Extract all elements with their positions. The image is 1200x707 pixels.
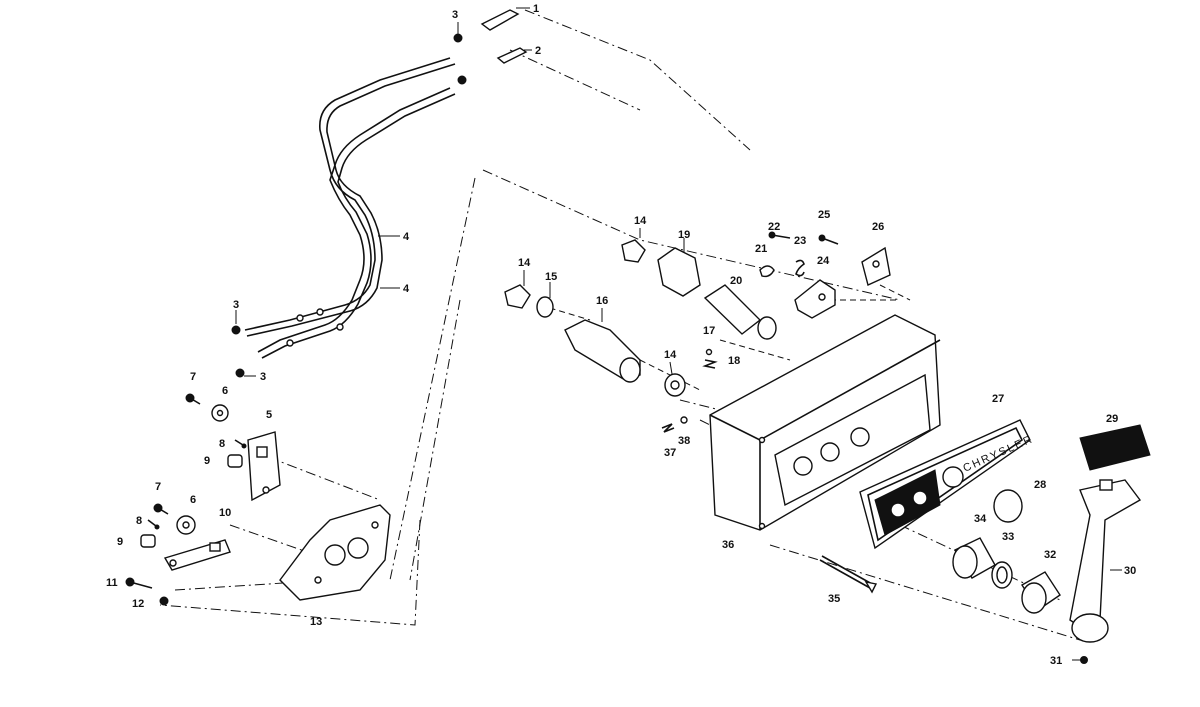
callout-14: 14: [664, 349, 677, 361]
leader-lines: [235, 7, 1122, 661]
callout-14: 14: [518, 257, 531, 269]
callout-36: 36: [722, 539, 734, 551]
callout-10: 10: [219, 507, 231, 519]
screw-21-22: [759, 231, 791, 278]
nut-3a: [231, 325, 241, 335]
washer-6-upper: [211, 404, 229, 422]
ring-33: [991, 561, 1013, 589]
bolt-7-lower: [153, 503, 169, 515]
callout-6: 6: [222, 385, 228, 397]
callout-26: 26: [872, 221, 884, 233]
callout-24: 24: [817, 255, 830, 267]
screw-8-lower: [147, 519, 160, 530]
screw-11: [125, 577, 153, 589]
cap-28: [993, 489, 1023, 523]
callout-32: 32: [1044, 549, 1056, 561]
callout-22: 22: [768, 221, 780, 233]
spring-37-38: [661, 416, 688, 433]
callout-9: 9: [117, 536, 123, 548]
callout-3: 3: [233, 299, 239, 311]
clip-14a: [504, 284, 531, 309]
handle-30: [1069, 479, 1142, 643]
spring-17-18: [702, 348, 718, 369]
callout-7: 7: [190, 371, 196, 383]
callout-11: 11: [106, 577, 118, 589]
callout-34: 34: [974, 513, 987, 525]
callout-6: 6: [190, 494, 196, 506]
callout-9: 9: [204, 455, 210, 467]
callout-29: 29: [1106, 413, 1118, 425]
pin-9-lower: [140, 534, 156, 548]
screw-25: [818, 234, 839, 245]
callout-5: 5: [266, 409, 272, 421]
callout-20: 20: [730, 275, 742, 287]
mounting-plate-13: [279, 504, 391, 601]
callout-37: 37: [664, 447, 676, 459]
bushing-32: [1021, 571, 1061, 614]
shift-cable: [257, 87, 456, 359]
bracket-24: [794, 279, 836, 319]
callout-25: 25: [818, 209, 830, 221]
knob-29: [1079, 424, 1151, 471]
callout-23: 23: [794, 235, 806, 247]
bolt-7-upper: [185, 393, 201, 405]
plunger-20: [703, 284, 777, 340]
callout-31: 31: [1050, 655, 1062, 667]
shaft-16: [564, 319, 641, 383]
clip-14c: [664, 373, 686, 397]
clip-14b: [621, 239, 646, 263]
callout-labels: 1 2 3 3 3 4 4 5 6 6 7 7 8 8 9 9 10 11 12…: [106, 3, 1136, 667]
callout-28: 28: [1034, 479, 1046, 491]
callout-38: 38: [678, 435, 690, 447]
callout-17: 17: [703, 325, 715, 337]
nut-12: [159, 596, 169, 606]
callout-14: 14: [634, 215, 647, 227]
callout-15: 15: [545, 271, 557, 283]
callout-7: 7: [155, 481, 161, 493]
lever-10: [163, 539, 231, 571]
callout-4: 4: [403, 283, 410, 295]
callout-2: 2: [535, 45, 541, 57]
callout-3: 3: [452, 9, 458, 21]
callout-35: 35: [828, 593, 840, 605]
pin-9-upper: [227, 454, 243, 468]
callout-33: 33: [1002, 531, 1014, 543]
callout-30: 30: [1124, 565, 1136, 577]
ring-15: [536, 296, 554, 318]
collar-19: [657, 247, 701, 297]
bolt-35: [819, 555, 878, 594]
screw-8-upper: [234, 439, 247, 449]
callout-4: 4: [403, 231, 410, 243]
callout-8: 8: [219, 438, 225, 450]
bushing-34: [952, 537, 996, 579]
callout-8: 8: [136, 515, 142, 527]
callout-27: 27: [992, 393, 1004, 405]
bracket-26: [861, 246, 891, 286]
callout-21: 21: [755, 243, 767, 255]
washer-6-lower: [176, 515, 196, 535]
control-box-36: [709, 314, 941, 531]
cable-end-2: [457, 47, 528, 85]
callout-18: 18: [728, 355, 740, 367]
nut-3b: [235, 368, 245, 378]
callout-1: 1: [533, 3, 539, 15]
callout-12: 12: [132, 598, 144, 610]
callout-16: 16: [596, 295, 608, 307]
callout-13: 13: [310, 616, 322, 628]
callout-3: 3: [260, 371, 266, 383]
cable-end-1: [453, 9, 520, 43]
callout-19: 19: [678, 229, 690, 241]
bracket-5: [247, 431, 281, 502]
spring-23: [795, 259, 805, 277]
